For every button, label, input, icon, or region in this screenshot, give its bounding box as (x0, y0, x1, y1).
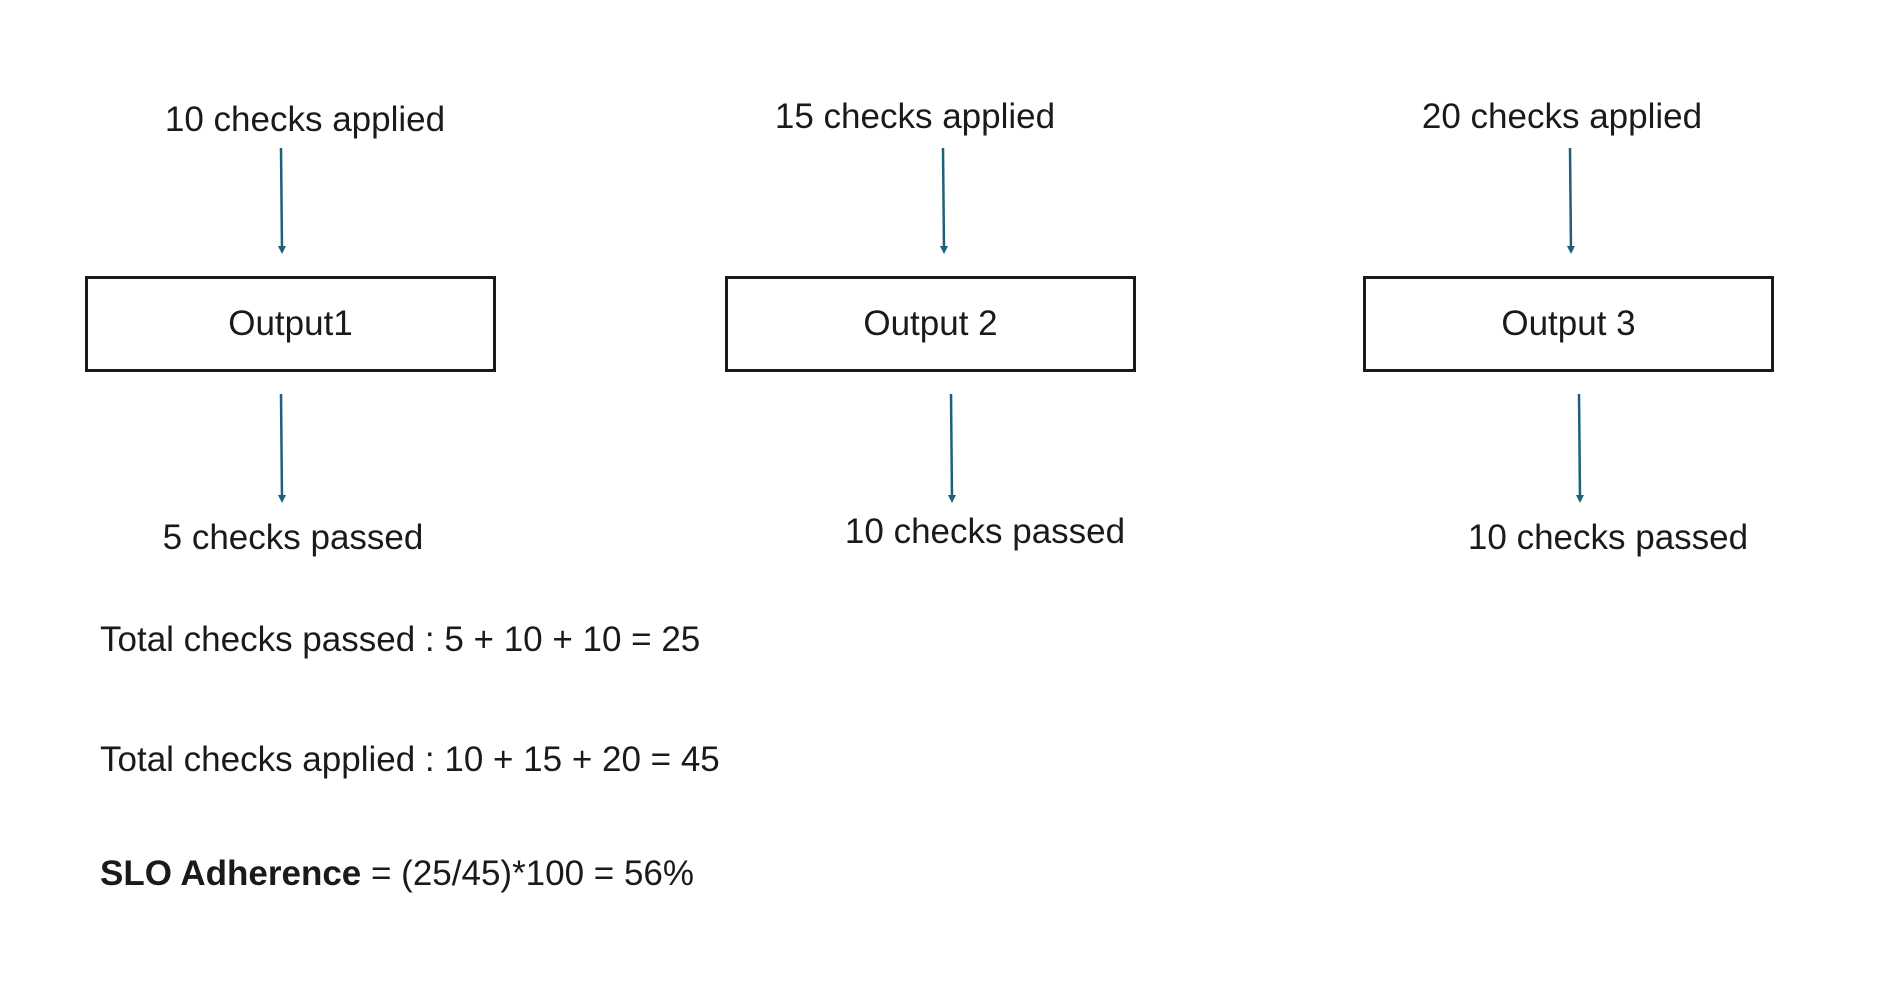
arrow-applied-to-output1 (277, 147, 286, 254)
output3-box: Output 3 (1363, 276, 1774, 372)
output1-applied-label: 10 checks applied (164, 100, 446, 139)
slo-adherence-term: SLO Adherence (100, 854, 362, 893)
slo-adherence: SLO Adherence = (25/45)*100 = 56% (100, 856, 694, 891)
total-checks-applied: Total checks applied : 10 + 15 + 20 = 45 (100, 740, 720, 779)
arrow-applied-to-output2 (939, 147, 948, 254)
output3-applied-label: 20 checks applied (1421, 97, 1703, 136)
output3-box-label: Output 3 (1501, 304, 1636, 343)
output2-box-label: Output 2 (863, 304, 998, 343)
arrow-output1-to-passed (277, 393, 286, 503)
slo-adherence-formula: = (25/45)*100 = 56% (361, 854, 695, 893)
output1-passed-label: 5 checks passed (162, 518, 424, 557)
total-checks-passed: Total checks passed : 5 + 10 + 10 = 25 (100, 620, 701, 659)
output1-box-label: Output1 (228, 304, 353, 343)
output2-applied-label: 15 checks applied (774, 97, 1056, 136)
arrow-output2-to-passed (947, 393, 956, 503)
output2-passed-label: 10 checks passed (844, 512, 1126, 551)
output3-passed-label: 10 checks passed (1467, 518, 1749, 557)
arrow-output3-to-passed (1575, 393, 1584, 503)
output1-box: Output1 (85, 276, 496, 372)
arrow-applied-to-output3 (1566, 147, 1575, 254)
output2-box: Output 2 (725, 276, 1136, 372)
